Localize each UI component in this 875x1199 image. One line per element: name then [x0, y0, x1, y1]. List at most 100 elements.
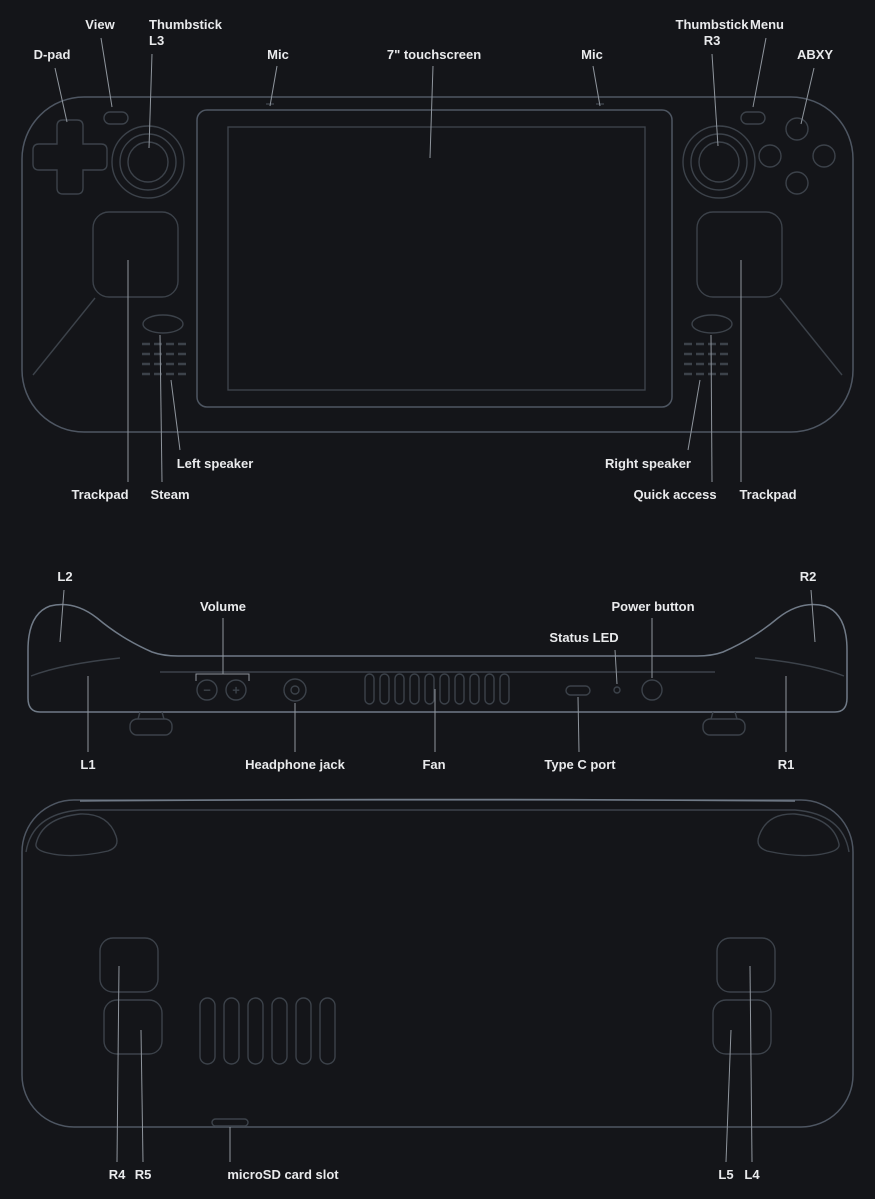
microsd-card-slot — [211, 1118, 249, 1127]
back-button-l5 — [712, 999, 772, 1055]
leader-thumbstick-r3 — [711, 53, 719, 147]
leader-dpad — [54, 67, 68, 123]
label-dpad: D-pad — [33, 47, 71, 62]
leader-r5 — [140, 1029, 144, 1163]
label-left-speaker: Left speaker — [176, 456, 254, 471]
back-view — [21, 798, 854, 1128]
screen-bezel — [196, 109, 673, 408]
thumbstick-left — [111, 125, 185, 199]
label-view: View — [85, 17, 115, 32]
label-menu: Menu — [750, 17, 784, 32]
right-grip-line — [779, 297, 843, 376]
label-l5: L5 — [718, 1167, 734, 1182]
label-r1: R1 — [777, 757, 795, 772]
label-abxy: ABXY — [796, 47, 834, 62]
volume-up-button — [225, 679, 247, 701]
leader-r2 — [810, 589, 816, 643]
label-thumbstick-l3-line1: Thumbstick — [149, 17, 222, 32]
left-grip-line — [32, 297, 96, 376]
leader-quick-access — [710, 334, 713, 483]
label-microsd-slot: microSD card slot — [227, 1167, 339, 1182]
label-touchscreen: 7" touchscreen — [386, 47, 482, 62]
thumbstick-top-right — [702, 711, 746, 736]
leader-mic-right — [592, 65, 601, 107]
trackpad-right — [696, 211, 783, 298]
label-power-button: Power button — [611, 599, 695, 614]
type-c-port — [565, 685, 591, 696]
label-trackpad-right: Trackpad — [739, 487, 797, 502]
label-mic-right: Mic — [581, 47, 603, 62]
label-l2: L2 — [57, 569, 73, 584]
power-button — [641, 679, 663, 701]
top-view: − + — [27, 603, 848, 736]
label-quick-access: Quick access — [633, 487, 717, 502]
label-right-speaker: Right speaker — [605, 456, 691, 471]
touchscreen — [227, 126, 646, 391]
speaker-left — [142, 342, 190, 376]
leader-right-speaker — [687, 379, 701, 451]
back-body-outline — [21, 799, 854, 1128]
leader-abxy — [800, 67, 815, 125]
abxy-buttons — [758, 117, 836, 195]
trackpad-left — [92, 211, 179, 298]
leader-view — [100, 37, 113, 108]
button-x — [758, 144, 782, 168]
headphone-jack — [283, 678, 307, 702]
label-headphone-jack: Headphone jack — [245, 757, 345, 772]
back-button-r5 — [103, 999, 163, 1055]
label-volume: Volume — [200, 599, 246, 614]
leader-l5 — [725, 1029, 732, 1163]
back-cover-seam — [25, 809, 850, 853]
leader-steam — [159, 334, 163, 483]
leader-touchscreen — [429, 65, 434, 159]
leader-status-led — [614, 649, 618, 685]
leader-mic-left — [269, 65, 278, 107]
button-y — [785, 117, 809, 141]
volume-down-button — [196, 679, 218, 701]
fan-vents — [364, 673, 510, 705]
leader-l2 — [59, 589, 65, 643]
leader-left-speaker — [170, 379, 181, 451]
back-button-l4 — [716, 937, 776, 993]
thumbstick-right — [682, 125, 756, 199]
label-thumbstick-r3-line2: R3 — [703, 33, 721, 48]
leader-r4 — [116, 965, 120, 1163]
view-button — [103, 111, 129, 125]
label-status-led: Status LED — [549, 630, 619, 645]
volume-plus-icon: + — [232, 683, 240, 698]
label-r2: R2 — [799, 569, 817, 584]
menu-button — [740, 111, 766, 125]
leader-l4 — [749, 965, 753, 1163]
label-thumbstick-l3-line2: L3 — [149, 33, 165, 48]
label-thumbstick-l3: Thumbstick L3 — [149, 17, 222, 49]
dpad — [32, 119, 108, 195]
label-fan: Fan — [422, 757, 446, 772]
label-r5: R5 — [134, 1167, 152, 1182]
back-top-edge — [79, 798, 796, 802]
label-trackpad-left: Trackpad — [71, 487, 129, 502]
speaker-right — [684, 342, 732, 376]
left-bumper-line — [30, 657, 121, 677]
front-body-outline — [21, 96, 854, 433]
right-bumper-line — [754, 657, 845, 677]
label-r4: R4 — [108, 1167, 126, 1182]
leader-thumbstick-l3 — [148, 53, 153, 149]
quick-access-button — [691, 314, 733, 334]
back-button-r4 — [99, 937, 159, 993]
grip-left — [35, 813, 118, 857]
grip-right — [757, 813, 840, 857]
front-view — [21, 96, 854, 433]
top-silhouette — [27, 603, 848, 713]
steam-button — [142, 314, 184, 334]
status-led — [613, 686, 621, 694]
thumbstick-top-left — [129, 711, 173, 736]
label-mic-left: Mic — [267, 47, 289, 62]
button-a — [785, 171, 809, 195]
button-b — [812, 144, 836, 168]
label-l1: L1 — [80, 757, 96, 772]
label-thumbstick-r3: Thumbstick R3 — [676, 17, 749, 49]
label-l4: L4 — [744, 1167, 760, 1182]
label-steam: Steam — [150, 487, 190, 502]
volume-buttons: − + — [196, 679, 247, 701]
